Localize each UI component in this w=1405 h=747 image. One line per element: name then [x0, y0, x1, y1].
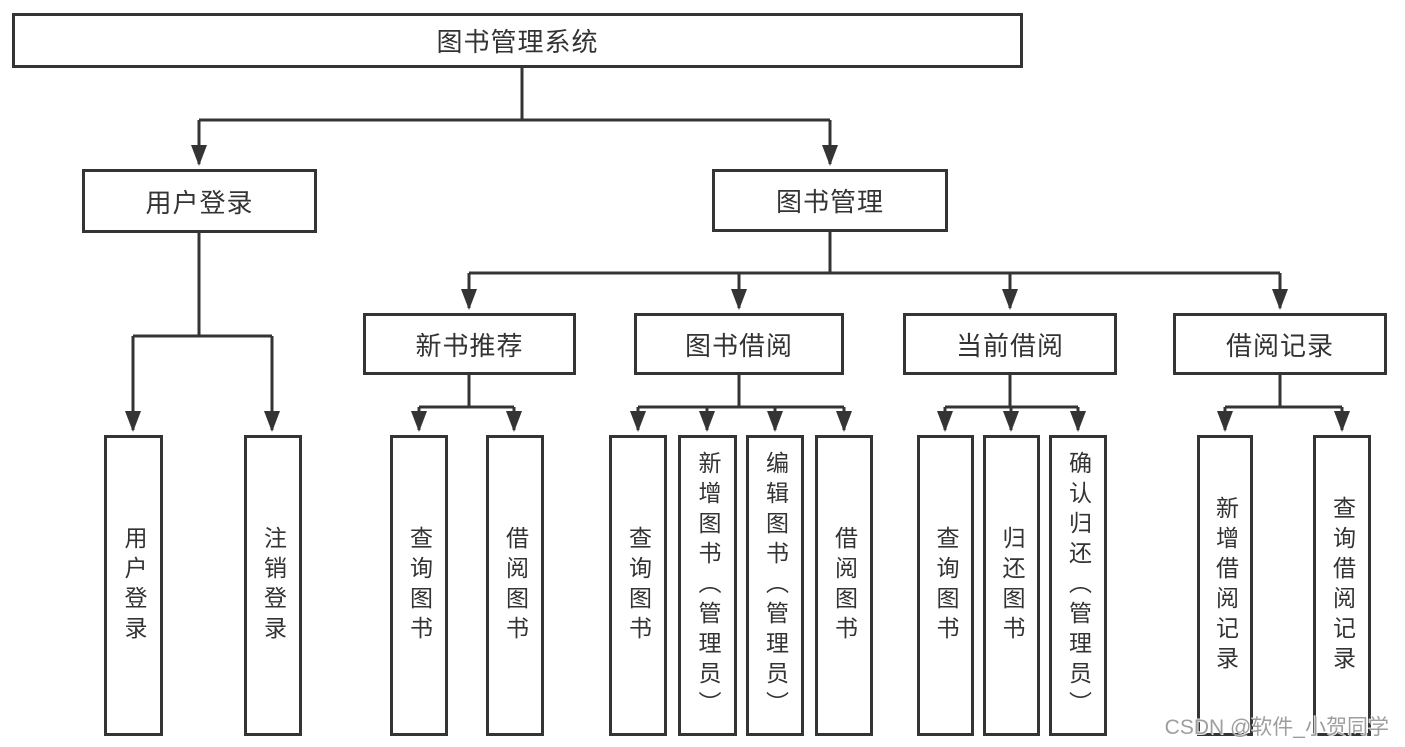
node-leaf-cb-query-book: 查询图书 [917, 435, 974, 736]
node-user-login-branch: 用户登录 [82, 169, 317, 233]
node-book-borrow: 图书借阅 [634, 313, 844, 375]
node-new-book-recommend: 新书推荐 [363, 313, 576, 375]
node-label: 借阅图书 [502, 525, 529, 646]
node-leaf-bb-borrow-book: 借阅图书 [815, 435, 873, 736]
node-leaf-bb-add-book-admin: 新增图书（管理员） [678, 435, 737, 736]
node-leaf-nb-borrow-book: 借阅图书 [486, 435, 544, 736]
node-leaf-br-add-record: 新增借阅记录 [1197, 435, 1253, 736]
node-leaf-logout: 注销登录 [244, 435, 302, 736]
node-leaf-bb-query-book: 查询图书 [609, 435, 667, 736]
node-label: 查询图书 [933, 525, 959, 646]
node-label: 查询图书 [406, 525, 433, 646]
node-borrow-record: 借阅记录 [1173, 313, 1387, 375]
node-label: 查询借阅记录 [1329, 495, 1356, 676]
node-leaf-br-query-record: 查询借阅记录 [1313, 435, 1371, 736]
node-label: 确认归还（管理员） [1065, 450, 1092, 721]
csdn-watermark: CSDN @软件_小贺同学 [1164, 716, 1389, 739]
node-root-system: 图书管理系统 [12, 13, 1023, 68]
node-label: 注销登录 [260, 525, 287, 646]
node-leaf-cb-confirm-return-admin: 确认归还（管理员） [1049, 435, 1107, 736]
node-label: 借阅图书 [831, 525, 858, 646]
node-label: 编辑图书（管理员） [762, 450, 789, 721]
node-label: 用户登录 [121, 525, 147, 646]
node-current-borrow: 当前借阅 [903, 313, 1117, 375]
node-leaf-cb-return-book: 归还图书 [983, 435, 1040, 736]
node-label: 新增借阅记录 [1212, 495, 1239, 676]
node-label: 归还图书 [999, 525, 1025, 646]
node-label: 查询图书 [625, 525, 652, 646]
node-leaf-nb-query-book: 查询图书 [390, 435, 448, 736]
node-leaf-bb-edit-book-admin: 编辑图书（管理员） [746, 435, 804, 736]
node-book-management-branch: 图书管理 [712, 169, 948, 232]
node-leaf-user-login: 用户登录 [104, 435, 163, 736]
node-label: 新增图书（管理员） [695, 450, 721, 721]
